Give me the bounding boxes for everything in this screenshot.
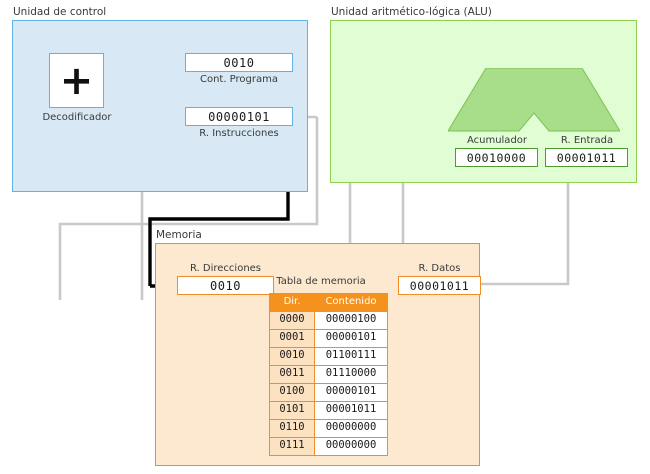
address-register-label: R. Direcciones [189,263,262,274]
memory-row-address: 0001 [269,328,315,348]
memory-title: Memoria [156,229,202,241]
accumulator-label: Acumulador [466,135,528,146]
memory-row-content: 00000100 [314,310,388,330]
memory-row-content: 00001011 [314,400,388,420]
input-register-label: R. Entrada [560,135,614,146]
memory-table-header-row: Dir. Contenido [269,293,388,312]
memory-row-address: 0101 [269,400,315,420]
control-unit-title: Unidad de control [13,6,107,18]
memory-row-content: 01100111 [314,346,388,366]
memory-row-address: 0111 [269,436,315,456]
memory-row-content: 00000000 [314,418,388,438]
program-counter-label: Cont. Programa [199,74,279,85]
address-register[interactable]: 0010 [177,276,274,295]
alu-shape-icon [448,68,620,132]
input-register[interactable]: 00001011 [545,148,628,167]
memory-row-content: 00000101 [314,382,388,402]
decoder-label: Decodificador [42,112,112,123]
memory-row-address: 0110 [269,418,315,438]
alu-title: Unidad aritmético-lógica (ALU) [331,6,492,18]
memory-row-address: 0011 [269,364,315,384]
plus-icon: + [59,57,94,104]
memory-table-caption: Tabla de memoria [276,276,366,287]
memory-row-address: 0100 [269,382,315,402]
instruction-register-label: R. Instrucciones [199,128,279,139]
memory-row-address: 0000 [269,310,315,330]
memory-row-content: 01110000 [314,364,388,384]
decoder-box[interactable]: + [49,53,104,108]
instruction-register[interactable]: 00000101 [185,107,293,126]
data-register-label: R. Datos [418,263,461,274]
memory-table-header-addr: Dir. [269,293,315,312]
accumulator-register[interactable]: 00010000 [455,148,538,167]
data-register[interactable]: 00001011 [398,276,481,295]
memory-row-content: 00000000 [314,436,388,456]
program-counter-register[interactable]: 0010 [185,53,293,72]
memory-row-content: 00000101 [314,328,388,348]
memory-row-address: 0010 [269,346,315,366]
memory-table-header-content: Contenido [314,293,388,312]
